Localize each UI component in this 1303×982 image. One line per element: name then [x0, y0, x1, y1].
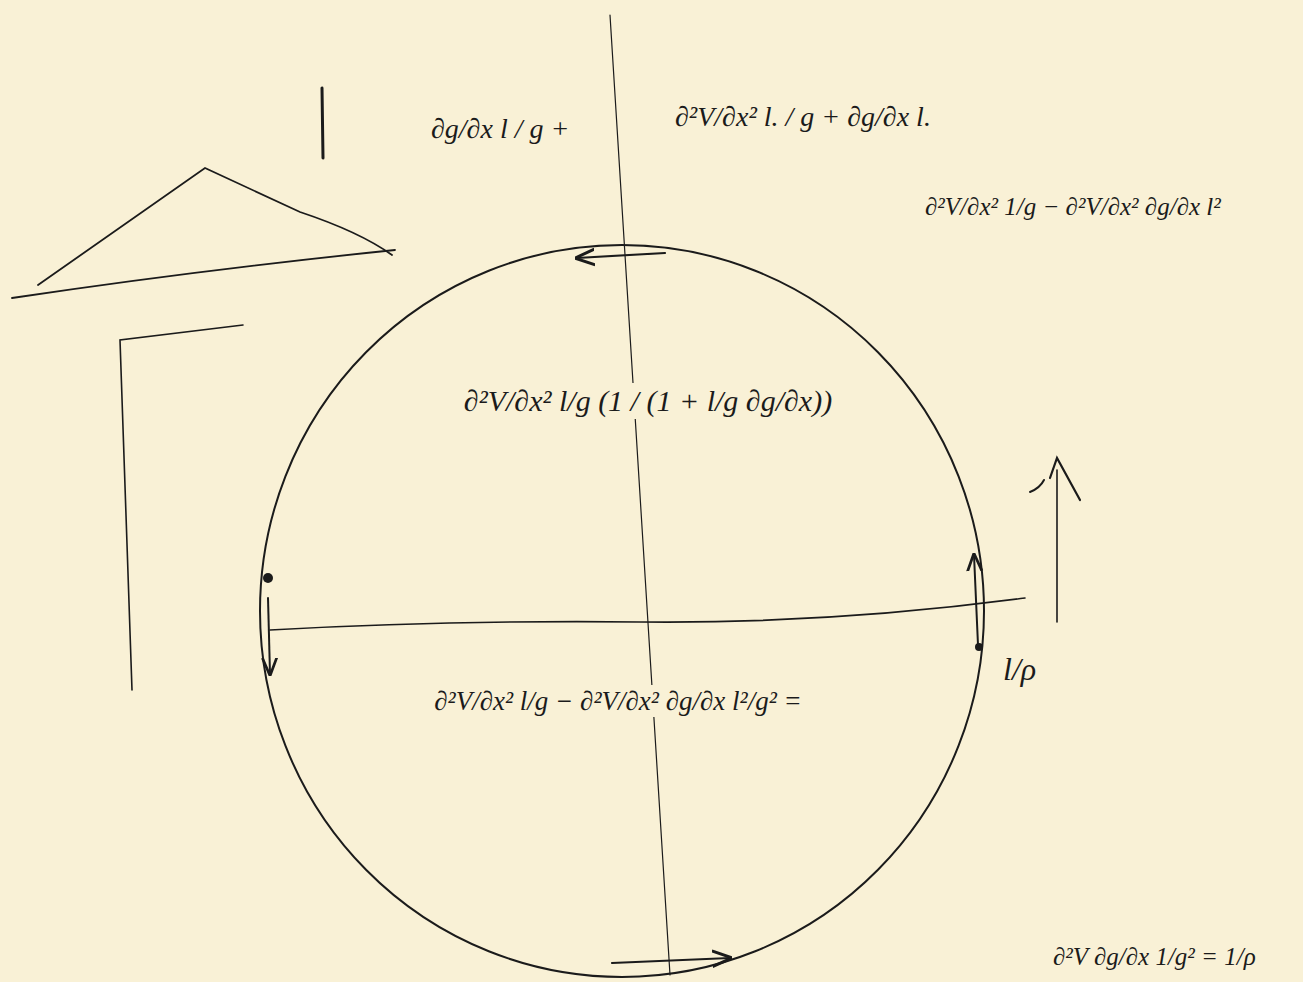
equation-note: ∂²V ∂g/∂x 1/g² = 1/ρ — [1050, 942, 1259, 972]
pen-stroke — [322, 88, 323, 158]
equation-note: ∂²V/∂x² 1/g − ∂²V/∂x² ∂g/∂x l² — [922, 192, 1224, 222]
equation: ∂²V/∂x² l/g (1 / (1 + l/g ∂g/∂x)) — [461, 383, 835, 419]
circle-outline — [260, 245, 984, 977]
equation: ∂²V/∂x² l/g − ∂²V/∂x² ∂g/∂x l²/g² = — [431, 685, 805, 717]
ground-line — [12, 250, 395, 298]
mountain-sketch — [38, 168, 392, 285]
point-dot — [263, 573, 273, 583]
vertical-axis — [610, 15, 670, 975]
corner-sketch — [120, 325, 243, 690]
motion-arrow — [612, 958, 730, 963]
force-arrow-head — [1050, 458, 1080, 500]
motion-arrow — [268, 598, 270, 674]
motion-arrow — [577, 253, 665, 258]
motion-arrow — [974, 555, 978, 645]
horizontal-axis — [270, 598, 1025, 630]
circle-outline — [258, 243, 986, 979]
equation-note: ∂²V/∂x² l. / g + ∂g/∂x l. — [672, 100, 934, 134]
force-arrow — [1056, 470, 1058, 622]
circle-region: ∂²V/∂x² l/g (1 / (1 + l/g ∂g/∂x)) ∂²V/∂x²… — [258, 243, 986, 979]
equation-note: ∂g/∂x l / g + — [428, 112, 572, 146]
pen-mark — [1030, 480, 1044, 492]
equation-note: l/ρ — [1000, 650, 1039, 688]
